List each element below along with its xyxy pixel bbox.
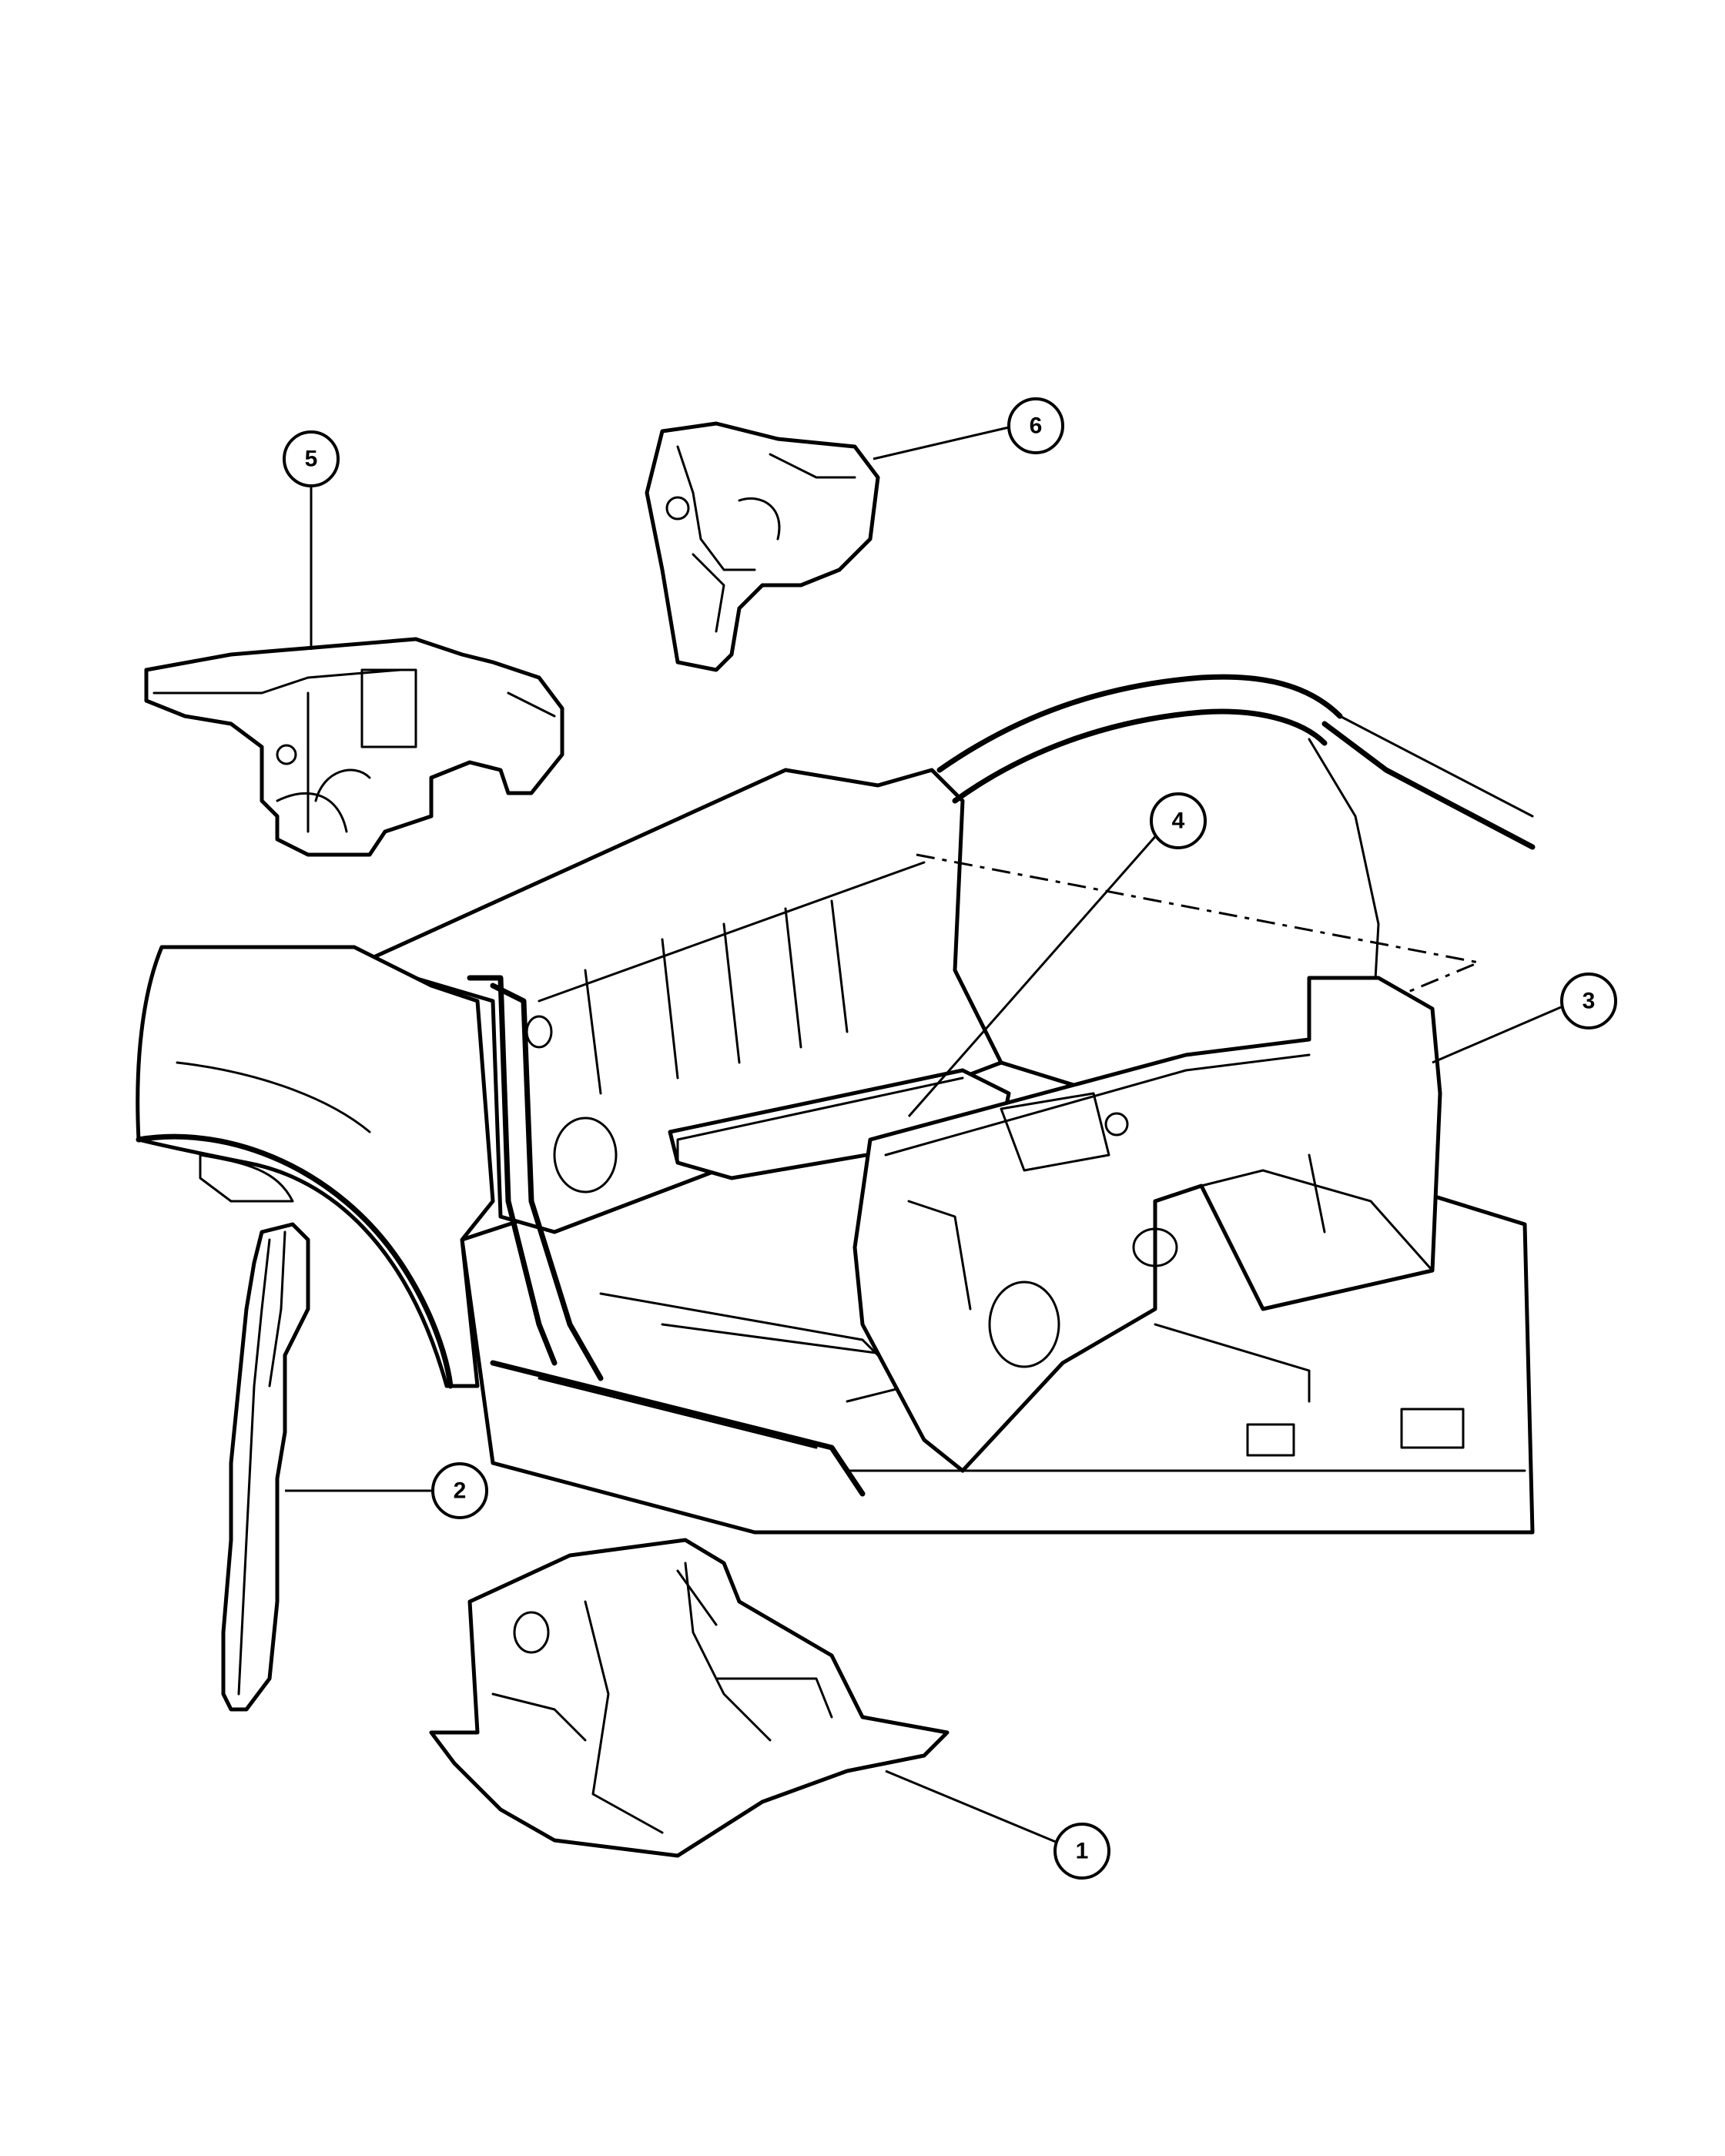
- cowl-side-part: [144, 637, 564, 857]
- callout-5-label: 5: [305, 447, 318, 472]
- pillar-silencer-part: [221, 1222, 310, 1712]
- leader-1: [885, 1769, 1062, 1846]
- callout-2-label: 2: [454, 1478, 467, 1504]
- callout-2: 2: [431, 1462, 488, 1519]
- callout-1-label: 1: [1076, 1839, 1089, 1864]
- callout-4-label: 4: [1172, 808, 1185, 834]
- callout-1: 1: [1053, 1823, 1110, 1880]
- callout-6-label: 6: [1030, 413, 1043, 439]
- callout-3-label: 3: [1583, 989, 1596, 1014]
- callout-5: 5: [283, 430, 340, 487]
- callout-4: 4: [1150, 792, 1207, 849]
- leader-lines: [285, 426, 1562, 1846]
- leader-4: [907, 832, 1160, 1117]
- leader-3: [1432, 1006, 1562, 1064]
- leader-6: [873, 426, 1010, 460]
- dash-silencer-part: [852, 976, 1442, 1473]
- callout-3: 3: [1560, 973, 1617, 1029]
- floor-silencer-part: [429, 1538, 950, 1858]
- cowl-upper-part: [645, 421, 880, 672]
- callout-6: 6: [1007, 397, 1064, 454]
